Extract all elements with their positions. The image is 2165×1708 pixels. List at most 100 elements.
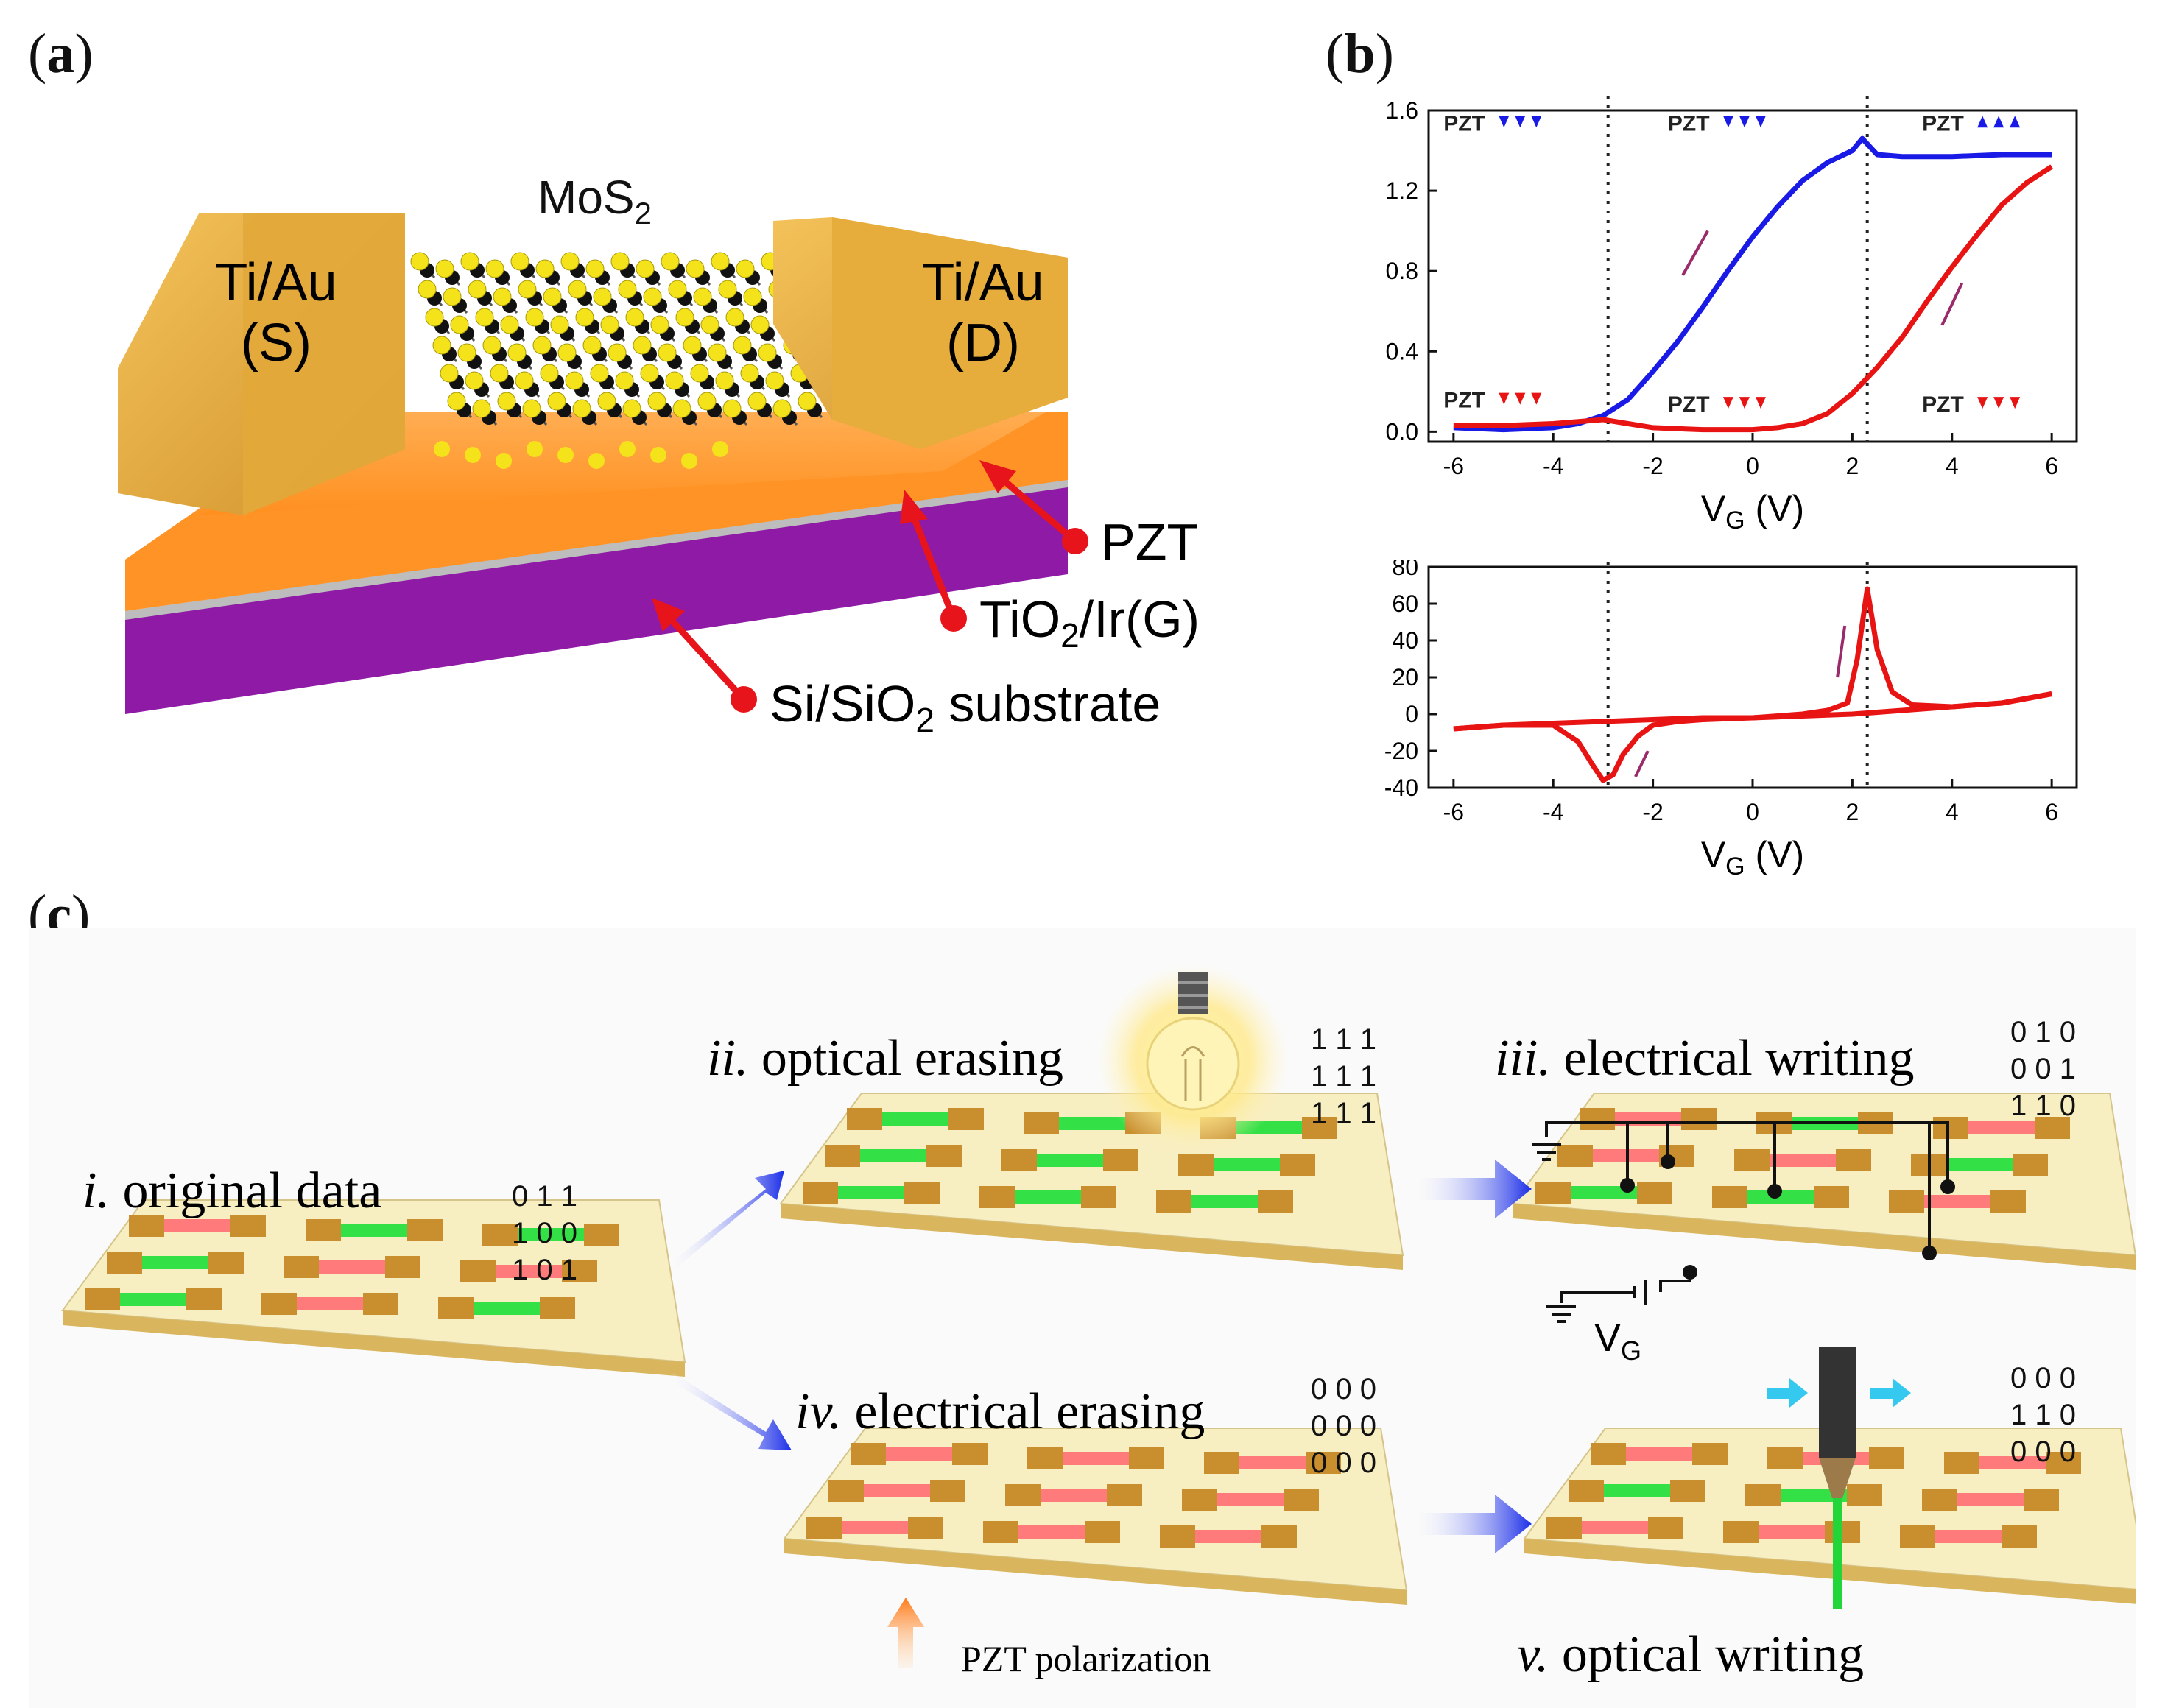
bits4-row1: 0 0 0 [1311, 1373, 1376, 1405]
memory-cell [306, 1219, 443, 1241]
sweep-arrow [1634, 750, 1650, 777]
bits4-row3: 0 0 0 [1311, 1447, 1376, 1479]
y-tick-label: 40 [1392, 627, 1418, 654]
bits2-row2: 1 1 1 [1311, 1060, 1376, 1093]
memory-cell [983, 1521, 1120, 1543]
polarization-icon [1499, 392, 1510, 405]
s-atom [568, 280, 587, 299]
polarization-icon [1993, 397, 2004, 409]
s-atom [622, 399, 641, 418]
memory-cell [1001, 1149, 1138, 1171]
x-tick-label: 0 [1746, 453, 1759, 479]
s-atom [557, 447, 574, 463]
s-atom [618, 280, 637, 299]
s-atom [650, 447, 666, 463]
series-line [1453, 586, 2052, 783]
polarization-arrow [887, 1598, 924, 1668]
arrow-i-to-iv [670, 1373, 792, 1450]
memory-cell [85, 1288, 222, 1310]
polarization-icon [1755, 397, 1766, 409]
laser-probe-icon [1767, 1347, 1911, 1609]
polarization-icon [1993, 116, 2004, 128]
s-atom [722, 399, 742, 418]
s-atom [490, 364, 509, 383]
s-atom [690, 364, 709, 383]
s-atom [765, 371, 784, 390]
pointer-pzt [979, 460, 1088, 554]
plot-frame [1427, 565, 2078, 789]
s-atom [465, 447, 481, 463]
x-tick-label: 4 [1946, 453, 1959, 479]
s-atom [712, 441, 728, 457]
s-atom [625, 308, 644, 327]
memory-cell [1535, 1182, 1672, 1204]
source-label-1: Ti/Au [215, 253, 337, 312]
y-tick-label: 80 [1392, 560, 1418, 580]
polarization-label: PZT polarization [961, 1638, 1211, 1679]
bits2-row1: 1 1 1 [1311, 1023, 1376, 1056]
memory-cell [1178, 1154, 1315, 1176]
y-tick-label: 0.4 [1386, 338, 1418, 364]
polarization-icon [2010, 397, 2021, 409]
polarization-icon [2010, 116, 2021, 128]
s-atom [515, 371, 534, 390]
y-tick-label: -40 [1384, 774, 1418, 801]
s-atom [410, 252, 429, 271]
s-atom [658, 343, 677, 362]
bits3-row1: 0 1 0 [2010, 1016, 2076, 1048]
drain-label-1: Ti/Au [922, 253, 1043, 312]
bits5-row1: 0 0 0 [2010, 1362, 2076, 1394]
s-atom [668, 280, 687, 299]
x-tick-label: 2 [1845, 799, 1859, 825]
y-tick-label: 1.6 [1386, 97, 1418, 124]
substrate-layer [125, 486, 1068, 714]
memory-cell [1182, 1489, 1319, 1511]
probe-node [1767, 1184, 1782, 1199]
s-atom [543, 287, 562, 306]
panel-b-label: (b) [1326, 23, 1394, 85]
memory-cell [1027, 1447, 1164, 1469]
s-atom [450, 315, 469, 334]
s-atom [725, 308, 744, 327]
x-tick-label: -6 [1443, 453, 1464, 479]
s-atom [686, 259, 705, 278]
s-atom [440, 364, 459, 383]
lightbulb-icon [1097, 964, 1289, 1156]
bits3-row3: 1 1 0 [2010, 1090, 2076, 1122]
memory-cell [1712, 1186, 1849, 1208]
polarization-icon [1515, 392, 1526, 405]
source-contact [118, 214, 405, 515]
memory-cell [1911, 1154, 2048, 1176]
memory-cell [1569, 1480, 1705, 1502]
s-atom [711, 252, 730, 271]
memory-cell [1156, 1190, 1293, 1213]
probe-node [1620, 1178, 1635, 1193]
substrate-label: Si/SiO2 substrate [770, 675, 1161, 739]
x-tick-label: 6 [2045, 799, 2058, 825]
sweep-arrow [1836, 625, 1847, 678]
s-atom [708, 343, 727, 362]
arrow-ii-to-iii [1414, 1160, 1532, 1218]
plot-frame [1427, 109, 2078, 443]
bits5-row2: 1 1 0 [2010, 1399, 2076, 1431]
pzt-state-label: PZT [1443, 111, 1485, 135]
memory-cell [261, 1293, 398, 1315]
s-atom [750, 315, 770, 334]
bits1-row2: 1 0 0 [512, 1217, 577, 1249]
memory-cell [828, 1480, 965, 1502]
pzt-state-label: PZT [1922, 392, 1964, 417]
s-atom [425, 308, 444, 327]
drain-label-2: (D) [946, 314, 1020, 373]
s-atom [460, 252, 479, 271]
probe-node [1922, 1246, 1937, 1260]
s-atom [647, 392, 666, 411]
polarization-icon [1977, 116, 1988, 128]
memory-cell [825, 1145, 962, 1167]
s-atom [700, 315, 719, 334]
s-atom [485, 259, 504, 278]
gate-label: TiO2/Ir(G) [979, 590, 1200, 654]
x-tick-label: 0 [1746, 799, 1759, 825]
x-tick-label: -4 [1543, 799, 1563, 825]
memory-cell [1900, 1525, 2037, 1548]
s-atom [550, 315, 569, 334]
